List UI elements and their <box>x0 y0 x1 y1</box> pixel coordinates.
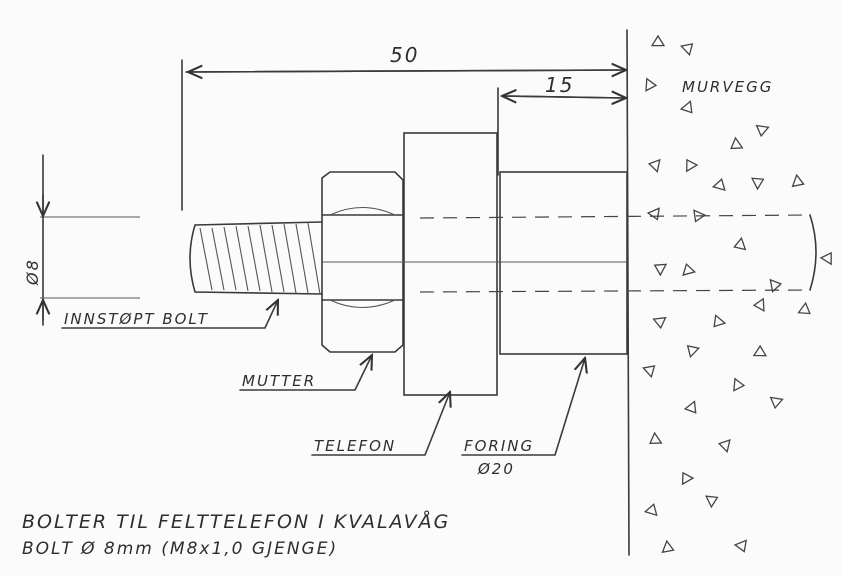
aggregate-triangle <box>797 301 811 315</box>
aggregate-triangle <box>653 263 668 277</box>
aggregate-triangle <box>733 236 747 251</box>
dimension-diameter-8: Ø8 <box>23 154 140 326</box>
aggregate-triangle <box>769 396 784 410</box>
aggregate-triangle <box>713 314 727 328</box>
aggregate-triangle <box>752 297 765 312</box>
aggregate-triangle <box>646 207 660 221</box>
dimension-diameter-8-label: Ø8 <box>23 258 42 286</box>
aggregate-triangle <box>755 124 770 138</box>
aggregate-triangle <box>652 316 667 330</box>
aggregate-triangle <box>647 158 661 173</box>
aggregate-triangle <box>650 34 666 47</box>
label-innstopt-bolt: INNSTØPT BOLT <box>64 310 209 328</box>
aggregate-triangle <box>682 263 697 276</box>
aggregate-triangle <box>733 377 746 392</box>
nut <box>321 171 404 353</box>
wall-line <box>626 29 630 556</box>
aggregate-triangle <box>819 251 832 266</box>
aggregate-triangle <box>681 471 695 486</box>
aggregate-triangle <box>683 400 697 414</box>
dimension-50-label: 50 <box>390 43 419 67</box>
embedded-bolt-bottom <box>419 289 811 293</box>
label-foring: FORING <box>464 437 534 455</box>
title-line-1: BOLTER TIL FELTTELEFON I KVALAVÅG <box>22 510 450 533</box>
dimension-15: 15 <box>497 73 626 176</box>
telephone-plate <box>403 132 498 396</box>
title-line-2: BOLT Ø 8mm (M8x1,0 GJENGE) <box>22 539 338 559</box>
aggregate-triangle <box>642 365 656 379</box>
aggregate-triangle <box>679 43 694 57</box>
aggregate-triangle <box>769 278 783 293</box>
aggregate-triangle <box>730 136 744 150</box>
aggregate-triangle <box>711 178 726 192</box>
sleeve-foring <box>499 171 628 355</box>
threaded-bolt <box>189 221 323 295</box>
label-mutter: MUTTER <box>242 372 316 390</box>
aggregate-triangle <box>705 495 719 509</box>
wall-aggregate-pattern <box>642 34 832 554</box>
aggregate-triangle <box>679 100 693 114</box>
dimension-15-label: 15 <box>545 73 574 97</box>
aggregate-triangle <box>750 177 765 191</box>
embedded-bolt-top <box>419 214 811 219</box>
aggregate-triangle <box>733 539 748 553</box>
aggregate-triangle <box>643 503 658 517</box>
aggregate-triangle <box>686 344 701 359</box>
aggregate-triangle <box>661 539 675 554</box>
aggregate-triangle <box>791 173 805 188</box>
label-murvegg: MURVEGG <box>682 78 773 96</box>
aggregate-triangle <box>717 438 731 453</box>
label-telefon: TELEFON <box>314 437 396 455</box>
dimension-50: 50 <box>181 43 626 211</box>
aggregate-triangle <box>686 158 699 173</box>
label-foring-diameter: Ø20 <box>477 460 515 478</box>
aggregate-triangle <box>645 77 658 92</box>
aggregate-triangle <box>649 431 663 445</box>
aggregate-triangle <box>693 209 707 223</box>
aggregate-triangle <box>752 344 768 357</box>
